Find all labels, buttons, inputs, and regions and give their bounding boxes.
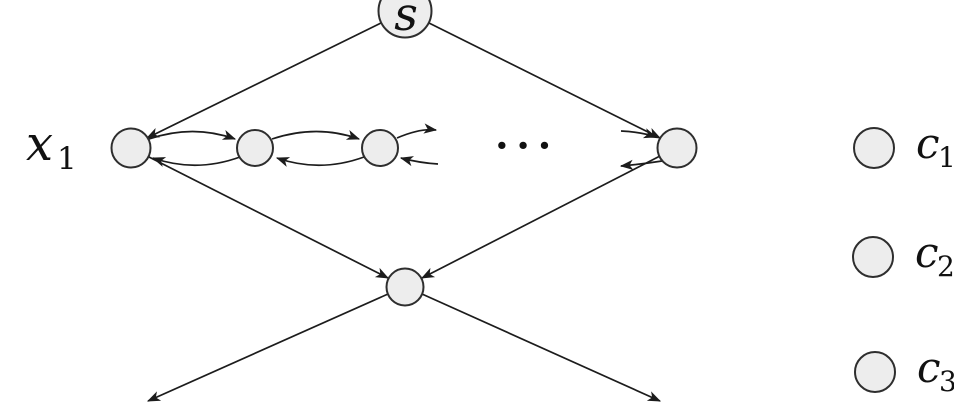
- edge-s-to-x1-last: [428, 22, 661, 139]
- label-x1-base: x: [26, 116, 53, 172]
- node-s: [377, 0, 433, 39]
- edge-last-node-to-ellipsis: [619, 159, 663, 171]
- edge-middle-to-bottom-right: [421, 293, 662, 402]
- label-c3-base: c: [917, 343, 941, 392]
- node-x1-3: [361, 129, 399, 167]
- node-middle: [385, 267, 425, 307]
- edge-s-to-x1-first: [146, 22, 382, 139]
- edge-chain-forward-2: [271, 130, 361, 140]
- edge-ellipsis-to-chain: [399, 156, 439, 167]
- edge-middle-to-bottom-left: [146, 293, 389, 402]
- edge-chain-forward-to-ellipsis: [396, 123, 438, 139]
- node-x1-2: [236, 129, 274, 167]
- node-x1-1: [110, 127, 152, 169]
- label-x1-sub: 1: [57, 141, 77, 177]
- edge-ellipsis-to-last-node: [620, 128, 658, 139]
- edge-chain-backward-2: [275, 156, 365, 167]
- label-s: s: [394, 0, 418, 41]
- edge-x1-last-to-middle: [421, 155, 661, 279]
- node-x1-last: [656, 127, 698, 169]
- legend-node-c1: [853, 127, 895, 169]
- edge-chain-forward-1: [148, 130, 237, 140]
- legend-node-c3: [854, 351, 896, 393]
- edge-chain-backward-1: [151, 156, 241, 167]
- label-c1-sub: 1: [938, 141, 954, 174]
- label-c3-sub: 3: [939, 365, 954, 398]
- legend-node-c2: [852, 236, 894, 278]
- ellipsis-dots: ···: [493, 114, 557, 179]
- label-c2-sub: 2: [937, 250, 954, 283]
- edge-x1-first-to-middle: [148, 156, 389, 279]
- label-c1-base: c: [916, 119, 940, 168]
- label-c2-base: c: [915, 228, 939, 277]
